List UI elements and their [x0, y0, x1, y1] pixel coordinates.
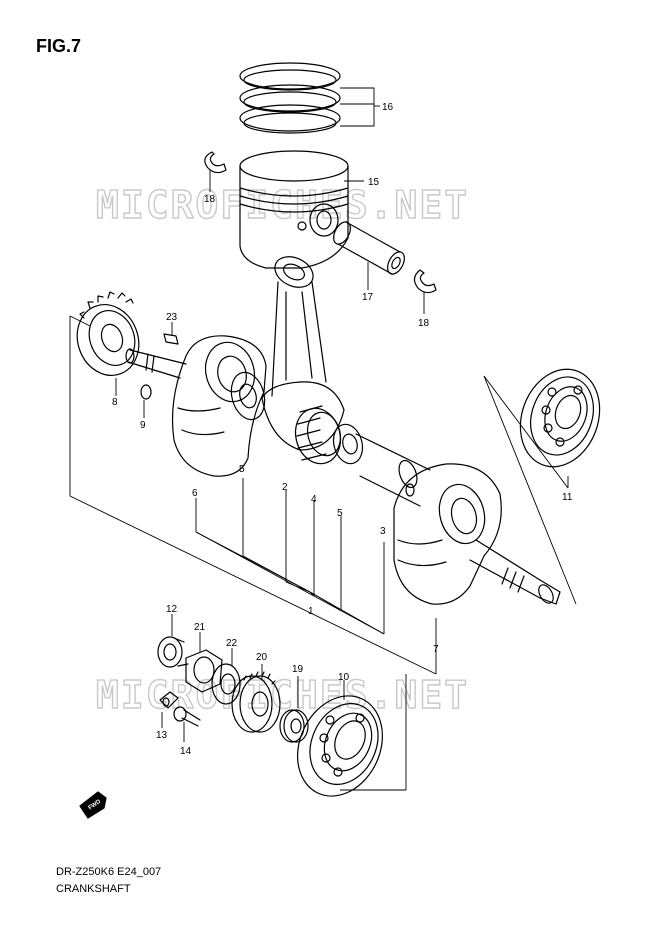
figure-title: FIG.7 — [36, 36, 82, 56]
model-code: DR-Z250K6 E24_007 — [56, 866, 162, 878]
piston-rings — [239, 62, 341, 134]
bolt — [173, 706, 201, 727]
part-label-3: 3 — [380, 526, 386, 537]
part-label-22: 22 — [226, 638, 238, 649]
primary-gear — [231, 671, 281, 733]
part-label-7: 7 — [433, 644, 439, 655]
part-label-11: 11 — [562, 492, 573, 503]
part-label-17: 17 — [362, 292, 374, 303]
circlip-right — [413, 269, 437, 294]
small-gear — [279, 709, 309, 743]
part-label-23: 23 — [166, 312, 178, 323]
part-label-20: 20 — [256, 652, 268, 663]
part-label-21: 21 — [194, 622, 206, 633]
needle-bearing — [294, 405, 342, 465]
part-label-14: 14 — [180, 746, 192, 757]
part-label-18-left: 18 — [204, 194, 216, 205]
thrust-washer-right — [332, 423, 364, 465]
crank-pin — [355, 433, 431, 507]
crank-gear — [76, 291, 140, 376]
part-label-1: 1 — [308, 606, 314, 617]
part-label-12: 12 — [166, 604, 178, 615]
crankshaft-right — [393, 463, 561, 605]
woodruff-key — [163, 333, 179, 345]
clip — [159, 691, 179, 709]
part-label-5-left: 5 — [239, 464, 245, 475]
part-label-16: 16 — [382, 102, 394, 113]
piston-pin — [333, 221, 405, 275]
part-label-13: 13 — [156, 730, 168, 741]
connecting-rod — [261, 256, 345, 451]
part-label-8: 8 — [112, 397, 118, 408]
part-label-15: 15 — [368, 177, 380, 188]
crankshaft-left — [125, 335, 267, 477]
part-label-2: 2 — [282, 482, 288, 493]
part-label-9: 9 — [140, 420, 146, 431]
circlip-left — [204, 151, 227, 174]
part-label-19: 19 — [292, 664, 304, 675]
part-label-10: 10 — [338, 672, 350, 683]
pin — [140, 384, 152, 400]
part-label-6: 6 — [192, 488, 198, 499]
part-label-4: 4 — [311, 494, 317, 505]
part-label-5-right: 5 — [337, 508, 343, 519]
fwd-arrow-icon — [79, 791, 107, 819]
spacer — [157, 636, 189, 668]
washer — [211, 663, 241, 705]
nut — [185, 649, 223, 693]
figure-caption: CRANKSHAFT — [56, 883, 131, 895]
part-label-18-right: 18 — [418, 318, 430, 329]
main-bearing-right — [519, 368, 601, 468]
watermark-top: MICROFICHES.NET — [96, 183, 469, 227]
watermark-bottom: MICROFICHES.NET — [96, 673, 469, 717]
